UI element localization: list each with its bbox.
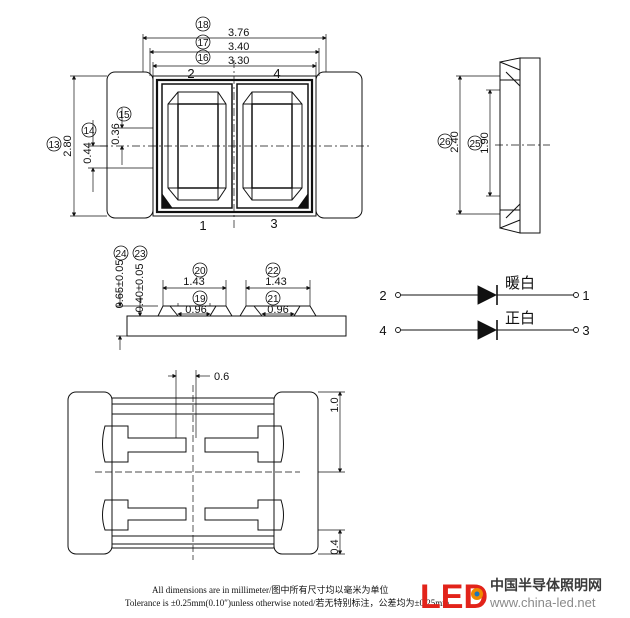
callout-25: 25 xyxy=(469,139,481,150)
dim-3-76: 3.76 xyxy=(228,27,249,39)
callout-15: 15 xyxy=(118,110,130,121)
dim-1-90: 1.90 xyxy=(479,132,491,153)
pad-top-left xyxy=(102,425,187,463)
callout-23: 23 xyxy=(134,249,146,260)
bottom-view-labels: 0.6 1.0 0.4 xyxy=(214,371,341,555)
dim-0-40: 0.40±0.05 xyxy=(134,264,146,313)
callout-17: 17 xyxy=(197,38,209,49)
dim-3-30: 3.30 xyxy=(228,55,249,67)
circuit-pin-2: 2 xyxy=(379,288,386,303)
dim-0-96-right: 0.96 xyxy=(267,304,288,316)
footer-units-note: All dimensions are in millimeter/图中所有尺寸均… xyxy=(152,584,388,595)
left-cavity xyxy=(161,83,233,209)
watermark-url: www.china-led.net xyxy=(489,595,596,610)
callout-14: 14 xyxy=(83,126,95,137)
pin-label-3: 3 xyxy=(270,216,277,231)
dim-2-80: 2.80 xyxy=(62,135,74,156)
dim-0-65: 0.65±0.05 xyxy=(114,260,126,309)
bottom-view xyxy=(67,370,345,560)
dim-0-6: 0.6 xyxy=(214,371,229,383)
pin-label-4: 4 xyxy=(273,66,280,81)
dim-0-36: 0.36 xyxy=(110,123,122,144)
dim-3-40: 3.40 xyxy=(228,41,249,53)
side-view-labels: 26 2.40 25 1.90 xyxy=(437,131,491,154)
front-view xyxy=(116,280,347,350)
dim-1-43-right: 1.43 xyxy=(265,276,286,288)
circuit-pin-4: 4 xyxy=(379,323,386,338)
circuit-pin-3: 3 xyxy=(582,323,589,338)
pad-bottom-left xyxy=(102,499,187,531)
callout-24: 24 xyxy=(115,249,127,260)
dim-1-0: 1.0 xyxy=(329,397,341,412)
circuit-pin-1: 1 xyxy=(582,288,589,303)
circuit-label-pure-white: 正白 xyxy=(505,309,535,327)
callout-26: 26 xyxy=(439,137,451,148)
pad-top-right xyxy=(204,425,284,463)
circuit-symbol xyxy=(395,285,579,340)
callout-18: 18 xyxy=(197,20,209,31)
dim-0-96-left: 0.96 xyxy=(185,304,206,316)
callout-16: 16 xyxy=(197,53,209,64)
pin-label-1: 1 xyxy=(199,218,206,233)
right-terminal xyxy=(315,71,363,219)
diode-bottom-icon xyxy=(477,320,498,340)
callout-20: 20 xyxy=(194,266,206,277)
top-view-labels: 18 3.76 17 3.40 16 3.30 2 4 1 3 13 2.80 … xyxy=(46,16,281,233)
dim-2-40: 2.40 xyxy=(449,131,461,152)
callout-21: 21 xyxy=(267,294,279,305)
dim-1-43-left: 1.43 xyxy=(183,276,204,288)
callout-19: 19 xyxy=(194,294,206,305)
watermark-cn-name: 中国半导体照明网 xyxy=(490,577,602,594)
front-view-labels: 24 23 0.65±0.05 0.40±0.05 20 1.43 19 0.9… xyxy=(113,245,289,316)
side-view xyxy=(456,57,550,234)
callout-22: 22 xyxy=(267,266,279,277)
circuit-label-warm-white: 暖白 xyxy=(505,274,535,292)
circuit-labels: 2 1 暖白 4 3 正白 xyxy=(379,274,589,338)
dim-0-44: 0.44 xyxy=(82,142,94,163)
dim-0-4: 0.4 xyxy=(329,539,341,554)
pad-bottom-right xyxy=(204,499,284,531)
footer-tolerance-note: Tolerance is ±0.25mm(0.10″)unless otherw… xyxy=(125,597,449,608)
pin-label-2: 2 xyxy=(187,66,194,81)
watermark-logo: LED 中国半导体照明网 www.china-led.net xyxy=(420,577,602,616)
top-view xyxy=(70,34,372,228)
callout-13: 13 xyxy=(48,140,60,151)
diode-top-icon xyxy=(477,285,498,305)
